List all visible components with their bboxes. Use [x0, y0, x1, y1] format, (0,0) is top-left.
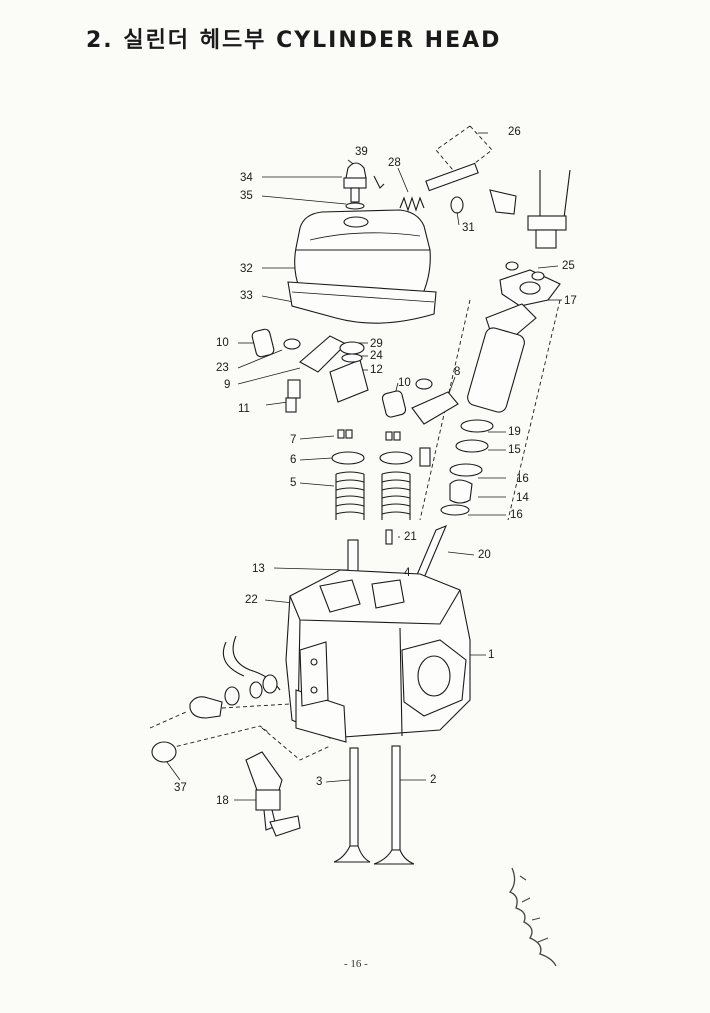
callout-3: 3: [316, 776, 323, 788]
callout-23: 23: [216, 362, 229, 374]
rocker-cover: [287, 209, 437, 324]
callout-13: 13: [252, 563, 265, 575]
callout-1: 1: [488, 649, 495, 661]
decompression-lever: [399, 125, 517, 215]
callout-7: 7: [290, 434, 297, 446]
handwritten-signature: [508, 867, 557, 967]
side-fittings: [149, 635, 331, 837]
callout-4: 4: [404, 567, 411, 579]
callout-5: 5: [290, 477, 297, 489]
callout-19: 19: [508, 426, 521, 438]
cylinder-head-body: [285, 524, 471, 743]
callout-31: 31: [462, 222, 475, 234]
callout-12: 12: [370, 364, 383, 376]
callout-15: 15: [508, 444, 521, 456]
callout-11: 11: [238, 403, 250, 415]
upper-pipe: [527, 169, 571, 249]
callout-33: 33: [240, 290, 253, 302]
callout-32: 32: [240, 263, 253, 275]
camshaft-assembly: [419, 261, 561, 521]
callout-39: 39: [355, 146, 368, 158]
cap-nut: [343, 162, 385, 210]
callout-9: 9: [224, 379, 231, 391]
callout-28: 28: [388, 157, 401, 169]
callout-14: 14: [516, 492, 529, 504]
callout-24: 24: [370, 350, 383, 362]
callout-21: 21: [404, 531, 417, 543]
callout-8: 8: [454, 366, 461, 378]
callout-6: 6: [290, 454, 297, 466]
valves: [333, 745, 415, 865]
callout-37: 37: [174, 782, 187, 794]
callout-10-upper: 10: [216, 337, 229, 349]
callout-26: 26: [508, 126, 521, 138]
callout-17: 17: [564, 295, 577, 307]
valve-train: [331, 429, 431, 545]
callout-16-lower: 16: [510, 509, 523, 521]
callout-2: 2: [430, 774, 437, 786]
callout-10-lower: 10: [398, 377, 411, 389]
callout-25: 25: [562, 260, 575, 272]
callout-34: 34: [240, 172, 253, 184]
callout-20: 20: [478, 549, 491, 561]
callout-16-upper: 16: [516, 473, 529, 485]
page-title: 2. 실린더 헤드부 CYLINDER HEAD: [86, 28, 502, 53]
callout-22: 22: [245, 594, 258, 606]
rocker-arm-assembly: [251, 328, 459, 425]
callout-18: 18: [216, 795, 229, 807]
callout-35: 35: [240, 190, 253, 202]
page-number: - 16 -: [344, 958, 368, 970]
callout-29: 29: [370, 338, 383, 350]
